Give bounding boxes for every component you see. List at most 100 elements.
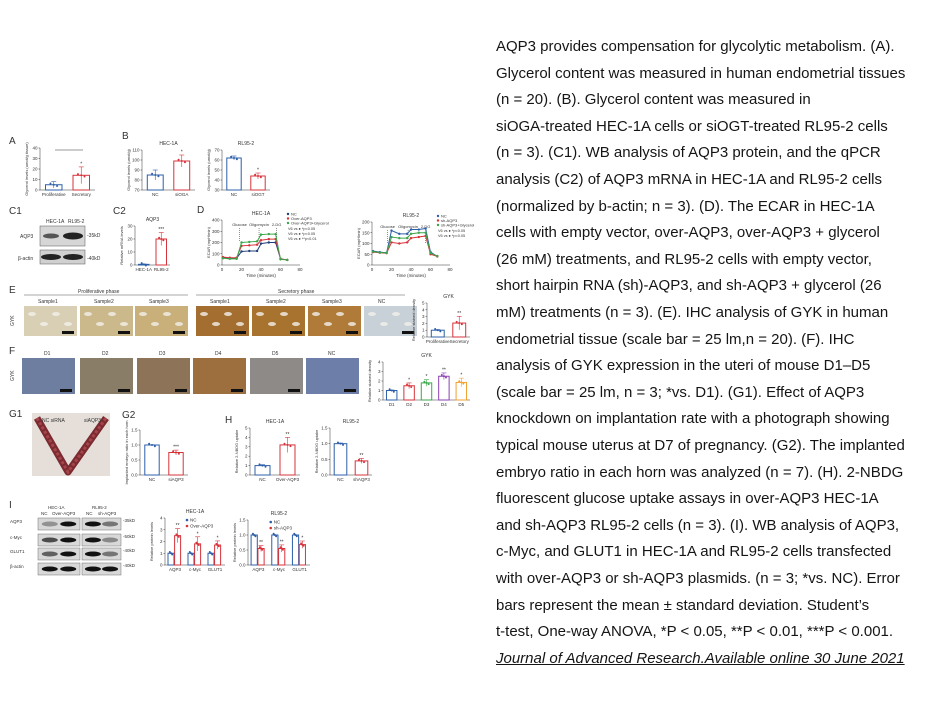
x-tick-label: D5 bbox=[458, 402, 464, 407]
gland bbox=[40, 322, 48, 326]
gland bbox=[392, 312, 400, 316]
significance-label: * bbox=[257, 168, 259, 174]
chart-title: RL95-2 bbox=[343, 419, 360, 425]
gland bbox=[312, 312, 320, 316]
data-point bbox=[211, 553, 214, 556]
y-tick-label: 30 bbox=[127, 224, 133, 229]
data-point bbox=[151, 172, 154, 175]
data-point bbox=[300, 542, 303, 545]
x-tick-label: D3 bbox=[424, 402, 430, 407]
series-point bbox=[417, 235, 420, 239]
blot-band bbox=[41, 551, 58, 557]
caption-line: cells with empty vector, over-AQP3, over… bbox=[496, 224, 880, 242]
source-link[interactable]: Journal of Advanced Research.Available o… bbox=[496, 649, 905, 667]
injection-label: Glucose bbox=[232, 222, 247, 227]
data-point bbox=[294, 534, 297, 536]
chart-title: RL95-2 bbox=[271, 511, 288, 517]
y-tick-label: 30 bbox=[32, 156, 38, 161]
panel-label-e: E bbox=[9, 285, 16, 296]
y-axis-label: Implanted embryo ratio in each horn bbox=[124, 420, 129, 484]
y-tick-label: 2 bbox=[422, 321, 425, 326]
y-tick-label: 4 bbox=[378, 360, 381, 365]
significance-label: *** bbox=[158, 227, 164, 233]
blot-marker: -50kD bbox=[123, 534, 136, 539]
blot-band bbox=[60, 521, 77, 527]
photo-label-siaqp3: siAQP3 bbox=[84, 418, 101, 424]
legend-label: Over-AQP3 bbox=[190, 524, 214, 529]
group-label: Proliferative phase bbox=[78, 289, 120, 295]
tile-label: NC bbox=[328, 351, 336, 357]
y-tick-label: 20 bbox=[127, 237, 133, 242]
series-point bbox=[390, 229, 393, 232]
blot-row-label: c-Myc bbox=[10, 535, 23, 540]
y-tick-label: 3 bbox=[378, 369, 381, 374]
blot-band bbox=[60, 551, 77, 557]
data-point bbox=[281, 548, 284, 551]
x-tick-label: Over-AQP3 bbox=[276, 477, 300, 482]
data-point bbox=[80, 174, 83, 177]
legend-marker bbox=[286, 221, 290, 225]
x-tick-label: NC bbox=[259, 477, 266, 482]
x-tick-label: GLUT1 bbox=[208, 567, 223, 572]
blot-band bbox=[43, 233, 59, 239]
injection-label: Glucose bbox=[380, 224, 395, 229]
series-point bbox=[417, 231, 420, 234]
caption-line: c-Myc, and GLUT1 in HEC-1A and RL95-2 ce… bbox=[496, 543, 892, 561]
caption-line: endometrial tissue (scale bar = 25 lm,n … bbox=[496, 330, 855, 348]
blot-lane-label: Over-AQP3 bbox=[52, 511, 76, 516]
tile-label: Sample3 bbox=[322, 299, 342, 305]
y-tick-label: 4 bbox=[422, 307, 425, 312]
y-tick-label: 10 bbox=[32, 177, 38, 182]
x-tick-label: AQP3 bbox=[169, 567, 182, 572]
injection-label: Oligomycin bbox=[249, 222, 269, 227]
bar bbox=[291, 534, 300, 566]
significance-label: * bbox=[408, 377, 410, 383]
legend-label: NC bbox=[190, 518, 197, 523]
bar bbox=[167, 552, 175, 566]
x-tick-label: c-Myc bbox=[189, 567, 202, 572]
blot-lane-label: NC bbox=[86, 511, 93, 516]
panel-label-h: H bbox=[225, 415, 232, 426]
data-point bbox=[217, 545, 220, 548]
blot-band bbox=[63, 232, 83, 240]
data-point bbox=[458, 380, 461, 383]
x-tick-label: 40 bbox=[258, 267, 264, 272]
y-axis-label: ECAR (mpH/min) bbox=[356, 227, 361, 259]
x-tick-label: D4 bbox=[441, 402, 447, 407]
y-tick-label: 30 bbox=[214, 188, 220, 193]
data-point bbox=[175, 451, 177, 454]
data-point bbox=[230, 155, 233, 158]
gland bbox=[64, 322, 72, 326]
tile-label: D2 bbox=[102, 351, 109, 357]
caption-line: analysis (C2) of AQP3 mRNA in HEC-1A and… bbox=[496, 171, 882, 188]
data-point bbox=[160, 238, 163, 240]
gland bbox=[404, 322, 412, 326]
y-tick-label: 2 bbox=[245, 454, 248, 459]
x-axis-label: Time (minutes) bbox=[396, 273, 426, 278]
data-point bbox=[83, 175, 86, 178]
significance-label: ** bbox=[176, 523, 180, 529]
scale-bar bbox=[118, 389, 130, 392]
stats-legend: V6 vs ● *p<0.05 bbox=[438, 234, 465, 238]
data-point bbox=[339, 442, 342, 445]
bar bbox=[438, 375, 450, 401]
stats-legend: V6 vs ● **p<0.01 bbox=[288, 237, 317, 241]
caption-line: with over-AQP3 or sh-AQP3 plasmids. (n =… bbox=[496, 570, 900, 587]
series-point bbox=[259, 242, 263, 245]
blot-marker: -40kD bbox=[87, 256, 101, 262]
ihc-image bbox=[193, 358, 246, 394]
blot-band bbox=[41, 566, 58, 572]
y-tick-label: 1.5 bbox=[321, 426, 328, 431]
x-tick-label: 60 bbox=[428, 267, 434, 272]
caption-line: t-test, One-way ANOVA, *P < 0.05, **P < … bbox=[496, 623, 894, 641]
data-point bbox=[392, 390, 395, 393]
data-point bbox=[460, 381, 463, 384]
panel-label-i: I bbox=[9, 500, 12, 511]
caption-line: (n = 3). (C1). WB analysis of AQP3 prote… bbox=[496, 144, 881, 162]
x-tick-label: siOGA bbox=[175, 192, 188, 197]
y-axis-label: Relative stained density bbox=[367, 360, 372, 402]
series-point bbox=[267, 241, 270, 244]
